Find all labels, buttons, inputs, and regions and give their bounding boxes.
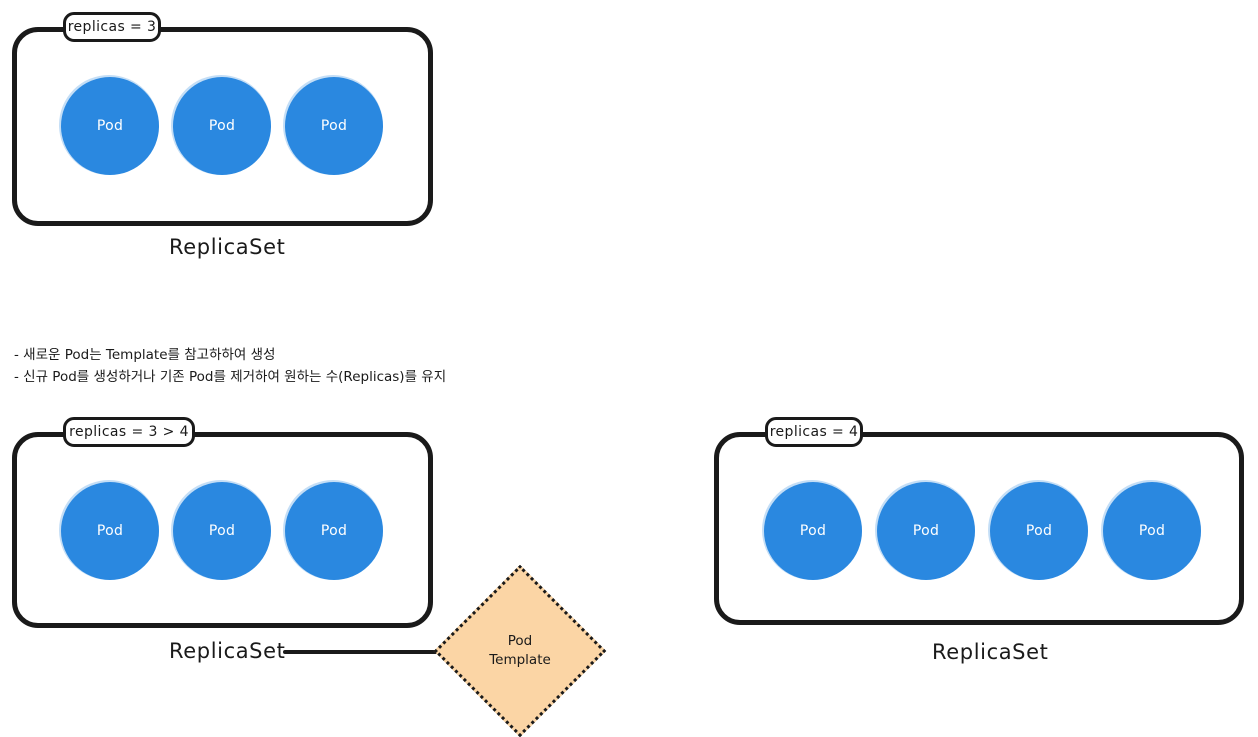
replicas-label-top: replicas = 3: [63, 12, 161, 42]
pod-circle: Pod: [61, 77, 159, 175]
pod-circle: Pod: [764, 482, 862, 580]
replicas-label-before-text: replicas = 3 > 4: [69, 424, 189, 440]
pod-circle: Pod: [877, 482, 975, 580]
pod-label: Pod: [912, 523, 940, 539]
pod-circle: Pod: [285, 482, 383, 580]
replicaset-template-connector: [283, 650, 460, 654]
pod-label: Pod: [208, 523, 236, 539]
replicaset-after-caption: ReplicaSet: [932, 640, 1049, 664]
pod-circle: Pod: [61, 482, 159, 580]
replicas-label-top-text: replicas = 3: [67, 19, 157, 35]
replicas-label-after: replicas = 4: [765, 417, 863, 447]
pod-circle: Pod: [173, 77, 271, 175]
pod-label: Pod: [1025, 523, 1053, 539]
pod-label: Pod: [96, 118, 124, 134]
pod-label: Pod: [1138, 523, 1166, 539]
replicas-label-after-text: replicas = 4: [769, 424, 859, 440]
pod-circle: Pod: [285, 77, 383, 175]
pod-label: Pod: [799, 523, 827, 539]
pod-label: Pod: [208, 118, 236, 134]
pod-circle: Pod: [990, 482, 1088, 580]
note-line-2: - 신규 Pod를 생성하거나 기존 Pod를 제거하여 원하는 수(Repli…: [14, 369, 447, 385]
pod-label: Pod: [320, 118, 348, 134]
notes-block: - 새로운 Pod는 Template를 참고하하여 생성 - 신규 Pod를 …: [14, 344, 446, 388]
pod-template-diamond: [433, 564, 607, 737]
replicaset-top-caption: ReplicaSet: [169, 235, 286, 259]
pod-template-node: Pod Template: [433, 564, 607, 737]
pod-label: Pod: [320, 523, 348, 539]
pod-circle: Pod: [173, 482, 271, 580]
replicas-label-before: replicas = 3 > 4: [63, 417, 195, 447]
note-line-1: - 새로운 Pod는 Template를 참고하하여 생성: [14, 347, 276, 363]
pod-label: Pod: [96, 523, 124, 539]
replicaset-before-caption: ReplicaSet: [169, 639, 286, 663]
pod-circle: Pod: [1103, 482, 1201, 580]
